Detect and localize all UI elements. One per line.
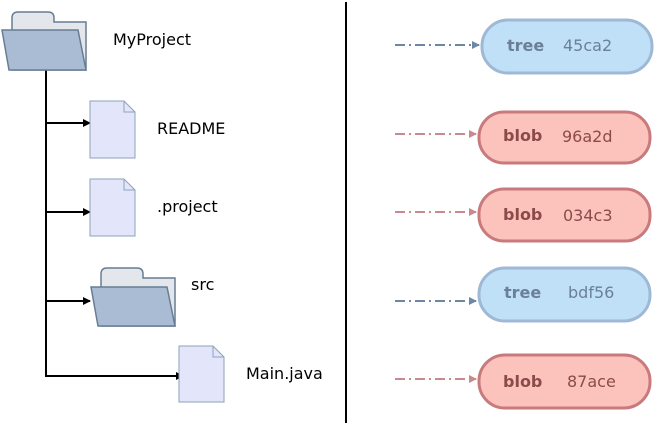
tree-object-node: tree bdf56 <box>477 266 652 323</box>
tree-object-node: tree 45ca2 <box>480 18 654 75</box>
object-hash: bdf56 <box>568 283 614 302</box>
project-file-label: .project <box>157 197 218 216</box>
main-java-label: Main.java <box>246 364 323 383</box>
document-icon <box>89 178 136 237</box>
root-folder-label: MyProject <box>113 30 191 49</box>
object-hash: 45ca2 <box>563 36 612 55</box>
object-type: tree <box>507 36 544 55</box>
document-icon <box>89 100 136 159</box>
blob-object-node: blob 96a2d <box>477 110 652 165</box>
blob-object-node: blob 87ace <box>477 353 652 410</box>
object-hash: 87ace <box>567 372 616 391</box>
blob-object-node: blob 034c3 <box>477 187 652 243</box>
object-type: blob <box>503 372 542 391</box>
folder-icon <box>90 267 176 327</box>
object-type: tree <box>504 283 541 302</box>
object-hash: 034c3 <box>563 206 613 225</box>
object-hash: 96a2d <box>562 127 613 146</box>
readme-label: README <box>157 119 225 138</box>
object-type: blob <box>503 205 542 224</box>
src-folder-label: src <box>191 275 214 294</box>
object-type: blob <box>503 126 542 145</box>
document-icon <box>178 345 225 403</box>
folder-icon <box>1 11 87 71</box>
tree-connectors <box>45 69 184 380</box>
